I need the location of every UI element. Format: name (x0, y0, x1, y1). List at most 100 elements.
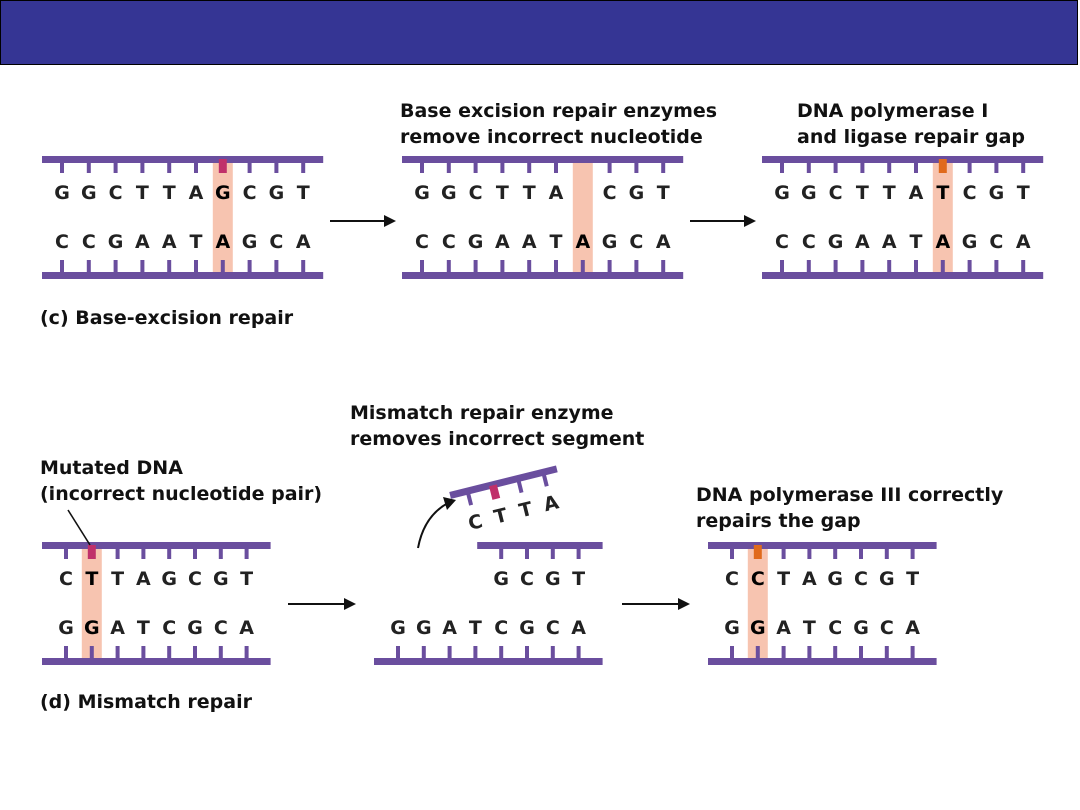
d-step1-top-strand (42, 542, 271, 549)
d-step3-top-tick (730, 545, 734, 559)
c-step1-highlight-band (212, 159, 233, 276)
c-step1-bottom-tick (113, 260, 118, 274)
d-step1-bottom-tick (141, 646, 146, 660)
d-step2-bottom-tick (396, 646, 400, 660)
c-step2-top-base: C (603, 182, 617, 204)
d-step1-top-base: A (136, 568, 151, 590)
d-step1-bottom-tick (89, 646, 94, 660)
c-step1-bottom-base: C (55, 231, 69, 253)
d-step3-bottom-base: G (853, 617, 869, 639)
c-step2-bottom-tick (580, 260, 585, 274)
c-step3-top-tick (994, 159, 999, 173)
c-step2-bottom-tick (554, 260, 558, 274)
c-step1-bottom-base: G (108, 231, 124, 253)
c-step2-bottom-base: G (602, 231, 618, 253)
c-step3-bottom-base: C (989, 231, 1003, 253)
c-step2-bottom-tick (607, 260, 612, 274)
c-step2-top-tick (446, 159, 451, 173)
c-step2-bottom-base: G (468, 231, 484, 253)
c-arrow-1 (330, 215, 396, 227)
c-step1-bottom-base: A (135, 231, 150, 253)
d-step3-bottom-base: G (750, 617, 766, 639)
c-step1-top-tick (247, 159, 252, 173)
d-step2-bottom-base: G (390, 617, 406, 639)
d-step1-top-base: T (240, 568, 253, 590)
c-step2-top-tick (634, 159, 639, 173)
d-step1-bottom-tick (115, 646, 120, 660)
excised-tick (489, 484, 501, 500)
c-step2-bottom-base: C (442, 231, 456, 253)
c-step3-bottom-base: C (775, 231, 789, 253)
d-step2-bottom-tick (473, 646, 478, 660)
c-step3-bottom-tick (940, 260, 945, 274)
c-step3-bottom-base: A (855, 231, 870, 253)
d-step2-bottom-tick (421, 646, 426, 660)
c-step2-top-base: T (523, 182, 536, 204)
d-step3-top-strand (708, 542, 937, 549)
c-step1-top-tick (60, 159, 64, 173)
c-step1-bottom-base: T (190, 231, 203, 253)
c-step1-bottom-tick (60, 260, 64, 274)
excised-tick (541, 472, 549, 487)
d-step2-bottom-tick (499, 646, 504, 660)
d-step2-top-base: G (545, 568, 561, 590)
c-step1-bottom-tick (274, 260, 279, 274)
d-step1-bottom-tick (193, 646, 197, 660)
c-step2-bottom-tick (446, 260, 451, 274)
c-step3-top-tick (806, 159, 811, 173)
c-step3-top-tick (833, 159, 838, 173)
d-step2-bottom-strand (374, 658, 603, 665)
c-step1-bottom-tick (86, 260, 91, 274)
c-step2-top-base: T (496, 182, 509, 204)
d-step3-top-tick (781, 545, 786, 559)
c-step3-bottom-base: C (802, 231, 816, 253)
d-step1-bottom-base: G (187, 617, 203, 639)
excised-base: A (541, 491, 561, 516)
d-step1-top-tick (115, 545, 120, 559)
c-step3-bottom-base: G (962, 231, 978, 253)
c-step3-bottom-tick (967, 260, 972, 274)
c-step2-top-tick (607, 159, 612, 173)
c-step3-top-base: T (1017, 182, 1030, 204)
d-step3-bottom-base: G (724, 617, 740, 639)
d-step2-bottom-base: C (546, 617, 560, 639)
d-step3-top-tick (884, 545, 889, 559)
c-step2-bottom-base: C (415, 231, 429, 253)
c-step1-top-base: C (243, 182, 257, 204)
d-step1-top-tick (167, 545, 172, 559)
d-step1-bottom-tick (218, 646, 223, 660)
c-step3-highlight-band (932, 159, 953, 276)
c-step1-top-base: A (189, 182, 204, 204)
d-step3-bottom-tick (807, 646, 812, 660)
d-step3-top-tick (833, 545, 838, 559)
c-step1-bottom-base: C (269, 231, 283, 253)
c-step3-top-tick (860, 159, 865, 173)
c-step3-bottom-tick (860, 260, 865, 274)
c-step1-bottom-tick (194, 260, 198, 274)
c-step3-bottom-tick (806, 260, 811, 274)
c-step1-bottom-tick (247, 260, 252, 274)
d-step1-top-base: G (161, 568, 177, 590)
d-step2-top-tick (525, 545, 529, 559)
d-step1-top-base: T (85, 568, 98, 590)
d-step2-top-tick (550, 545, 555, 559)
c-step3-top-base: T (856, 182, 869, 204)
d-step1-top-base: C (59, 568, 73, 590)
d-step3-bottom-base: T (803, 617, 816, 639)
c-step3-top-base: T (883, 182, 896, 204)
excised-strand (449, 465, 558, 499)
c-step1-top-base: G (54, 182, 70, 204)
d-step2-top-base: T (572, 568, 585, 590)
d-step3-bottom-tick (884, 646, 889, 660)
d-step1-bottom-strand (42, 658, 271, 665)
d-step2-bottom-base: A (442, 617, 457, 639)
c-step3-top-base: T (936, 182, 949, 204)
d-step1-bottom-base: A (239, 617, 254, 639)
d-step2-bottom-base: A (571, 617, 586, 639)
c-step3-bottom-base: A (882, 231, 897, 253)
c-step1-top-base: T (136, 182, 149, 204)
excised-base: T (517, 498, 535, 522)
